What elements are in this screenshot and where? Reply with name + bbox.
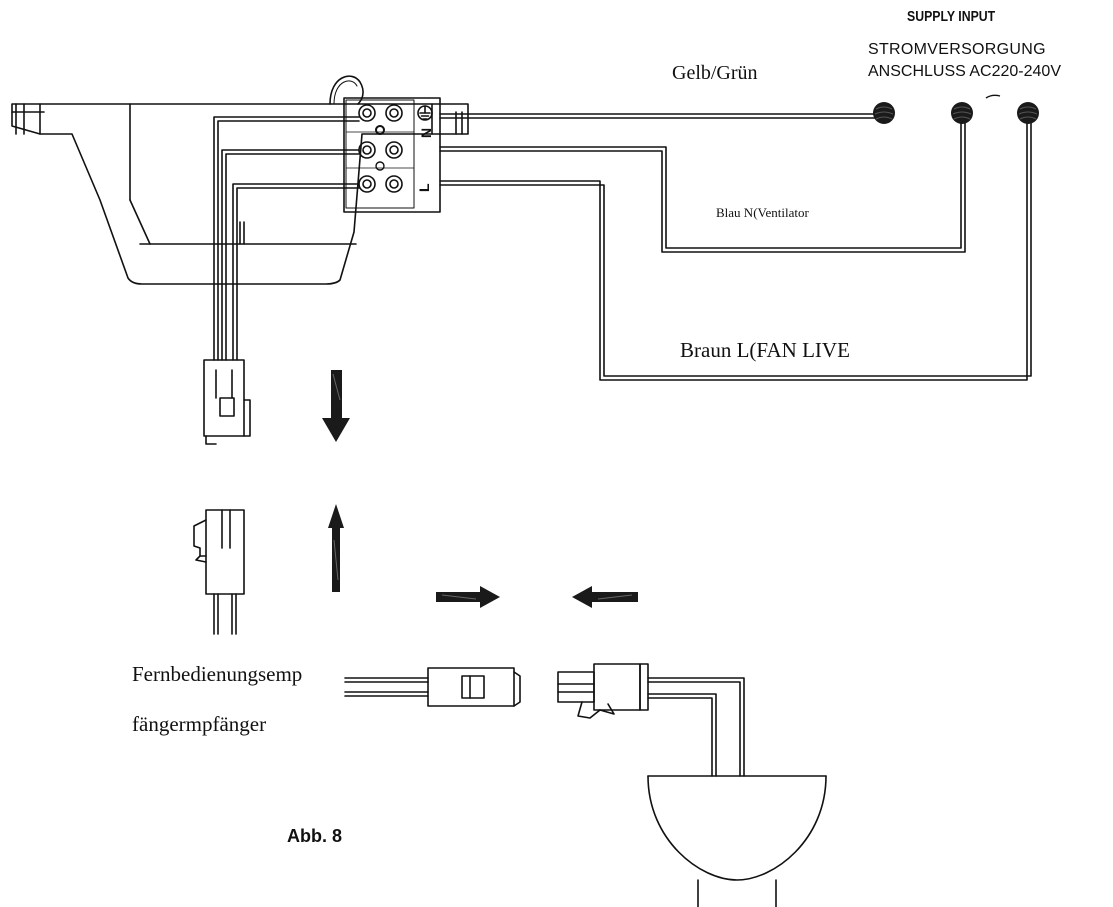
live-wire bbox=[439, 113, 1032, 381]
supply-terminal-earth bbox=[873, 102, 895, 124]
receiver-label-line1: Fernbedienungsemp bbox=[132, 662, 303, 686]
fan-side-connector bbox=[203, 359, 251, 445]
supply-terminals bbox=[873, 94, 1039, 124]
earth-wire bbox=[439, 113, 885, 119]
light-fitting-dome bbox=[647, 775, 827, 907]
arrow-right-icon bbox=[436, 586, 500, 608]
arrow-left-icon bbox=[572, 586, 638, 608]
neutral-wire bbox=[439, 113, 966, 253]
receiver-horizontal-connector bbox=[344, 667, 521, 707]
arrow-down-icon bbox=[322, 370, 350, 442]
light-fitting-wires bbox=[647, 677, 745, 777]
stromversorgung-label: STROMVERSORGUNG bbox=[868, 41, 1046, 58]
ground-loop-wire bbox=[329, 75, 364, 105]
terminal-letter-n: N bbox=[418, 127, 434, 138]
receiver-vertical-connector bbox=[193, 509, 245, 635]
figure-caption: Abb. 8 bbox=[287, 826, 343, 846]
terminal-block bbox=[343, 97, 441, 213]
supply-terminal-neutral bbox=[951, 102, 973, 124]
receiver-label-line2: fängermpfänger bbox=[132, 712, 267, 736]
supply-input-label: SUPPLY INPUT bbox=[907, 8, 996, 25]
live-wire-label: Braun L(FAN LIVE bbox=[680, 338, 850, 362]
earth-wire-label: Gelb/Grün bbox=[672, 62, 758, 84]
earth-symbol-icon bbox=[417, 105, 433, 121]
fan-housing bbox=[11, 103, 469, 285]
neutral-wire-label: Blau N(Ventilator bbox=[716, 205, 809, 220]
terminal-letter-l: L bbox=[416, 183, 432, 192]
fan-connector-wires bbox=[213, 116, 360, 361]
supply-terminal-live bbox=[1017, 102, 1039, 124]
lamp-side-connector bbox=[557, 663, 649, 719]
arrow-up-icon bbox=[328, 504, 344, 592]
anschluss-label: ANSCHLUSS AC220-240V bbox=[868, 63, 1061, 80]
